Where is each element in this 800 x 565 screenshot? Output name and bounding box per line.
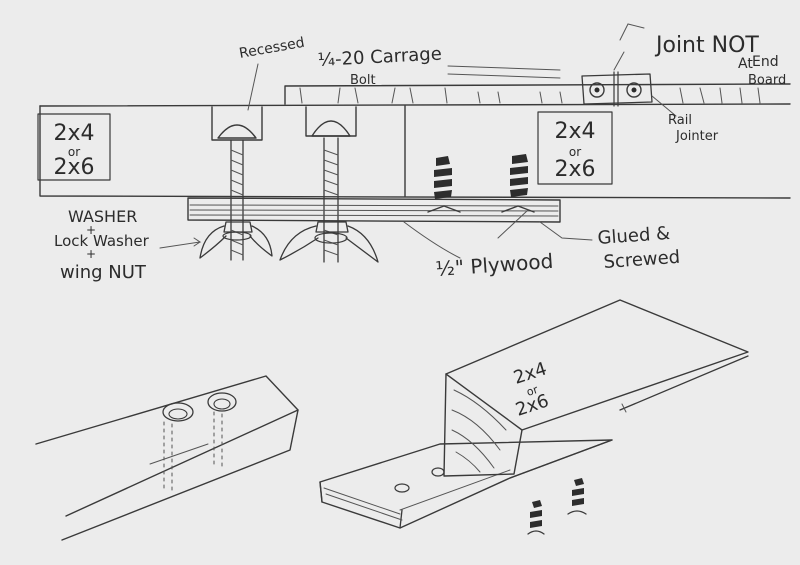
- right-2x4-line1: 2x4: [554, 119, 595, 144]
- washer-label-4: +: [86, 247, 96, 261]
- joint-label-2: At: [738, 56, 753, 72]
- bottom-2x4-label-2: or: [525, 383, 540, 399]
- lumber-assembly-sketch: [319, 299, 749, 535]
- wood-screw-1: [427, 156, 461, 213]
- carriage-bolt-right: [311, 120, 351, 263]
- carriage-bolt-leader: [447, 65, 561, 79]
- washer-label-1: WASHER: [68, 207, 137, 226]
- left-lumber-label: 2x4 or 2x6: [37, 113, 111, 181]
- glued-label-1: Glued &: [597, 223, 671, 249]
- recessed-label: Recessed: [238, 35, 306, 62]
- washer-label-3: Lock Washer: [54, 232, 150, 250]
- washer-leader: [159, 237, 202, 249]
- carriage-bolt-label-2: Bolt: [350, 73, 376, 88]
- wing-nut-left: [199, 221, 273, 259]
- rail-jointer-label-2: Jointer: [675, 129, 719, 144]
- left-2x4-line1: 2x4: [53, 121, 94, 146]
- bottom-2x4-label-3: 2x6: [513, 390, 551, 420]
- plywood-leader: [403, 209, 529, 259]
- rail-jointer-label-1: Rail: [668, 113, 692, 128]
- right-lumber-label: 2x4 or 2x6: [537, 111, 613, 185]
- tapered-board-sketch: [35, 375, 299, 541]
- joint-label-1: Joint NOT: [654, 33, 759, 58]
- glued-leader: [539, 221, 593, 241]
- joint-label-3: End: [752, 54, 779, 70]
- wood-screw-2: [501, 154, 535, 213]
- washer-label-5: wing NUT: [60, 262, 147, 283]
- washer-label-2: +: [86, 223, 96, 237]
- left-2x4-line3: 2x6: [53, 155, 94, 180]
- right-2x4-line3: 2x6: [554, 157, 595, 182]
- joint-leader: [613, 23, 645, 71]
- wing-nut-right: [279, 221, 379, 263]
- recessed-leader: [247, 63, 259, 111]
- carriage-bolt-label-1: ¼-20 Carrage: [317, 44, 442, 71]
- joint-label-4: Board: [748, 73, 786, 88]
- rail-jointer-leader: [651, 95, 677, 117]
- left-2x4-line2: or: [68, 145, 80, 159]
- right-2x4-line2: or: [569, 145, 581, 159]
- plywood-strip: [187, 197, 561, 223]
- top-rail-section: [39, 83, 791, 199]
- rail-jointer: [581, 71, 653, 107]
- glued-label-2: Screwed: [603, 247, 681, 273]
